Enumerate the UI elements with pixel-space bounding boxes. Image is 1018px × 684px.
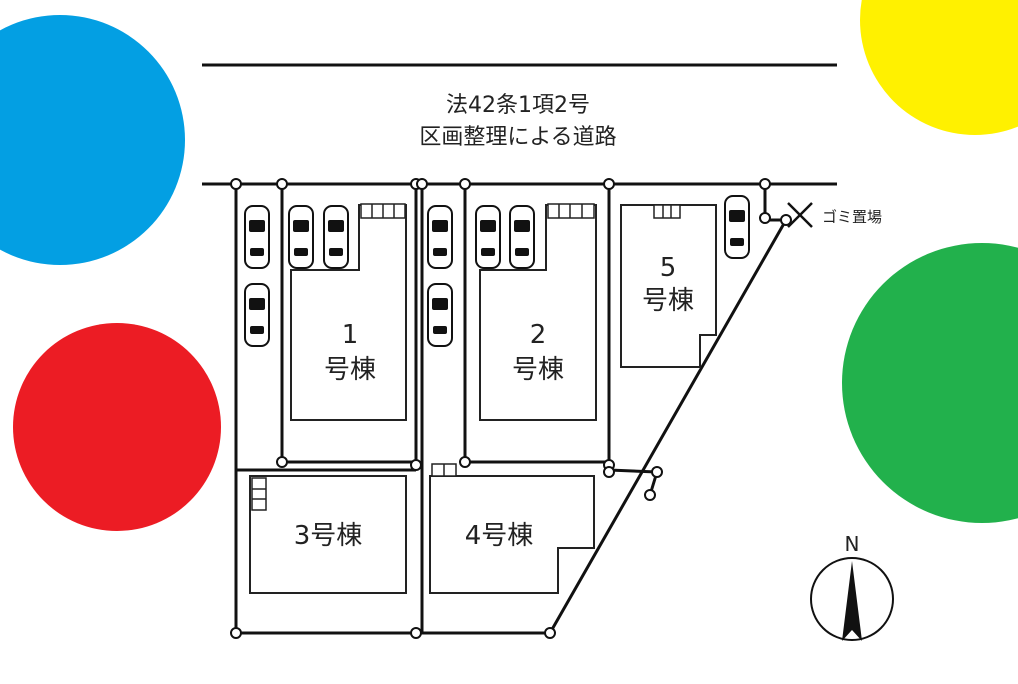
north-label: N [845,532,860,556]
building-5-suffix: 号棟 [642,286,694,316]
car-icon [323,205,349,269]
parking-cars [244,195,750,347]
north-arrow-icon [810,557,894,641]
building-4-label: 4号棟 [465,521,534,551]
car-icon [509,205,535,269]
car-icon [244,205,270,269]
building-1-suffix: 号棟 [324,355,376,385]
building-2-number: 2 [530,320,547,350]
building-3-label: 3号棟 [294,521,363,551]
car-icon [475,205,501,269]
building-4-outline [429,475,595,594]
road-label-line1: 法42条1項2号 [446,93,590,118]
yellow-circle [860,0,1018,135]
red-circle [13,323,221,531]
car-icon [724,195,750,259]
building-2-outline [479,204,597,421]
building-1-number: 1 [342,320,359,350]
building-3-outline [249,475,407,594]
green-circle [842,243,1018,523]
car-icon [288,205,314,269]
building-5-outline [620,204,717,368]
entrance-marks [251,203,681,511]
blue-circle [0,15,185,265]
boundary-markers [230,178,792,639]
building-2-suffix: 号棟 [512,355,564,385]
building-1-outline [290,204,407,421]
garbage-station-marker [787,202,813,228]
car-icon [427,205,453,269]
road-label-line2: 区画整理による道路 [419,125,616,150]
garbage-station-label: ゴミ置場 [822,208,882,226]
car-icon [244,283,270,347]
car-icon [427,283,453,347]
building-5-number: 5 [660,253,677,283]
